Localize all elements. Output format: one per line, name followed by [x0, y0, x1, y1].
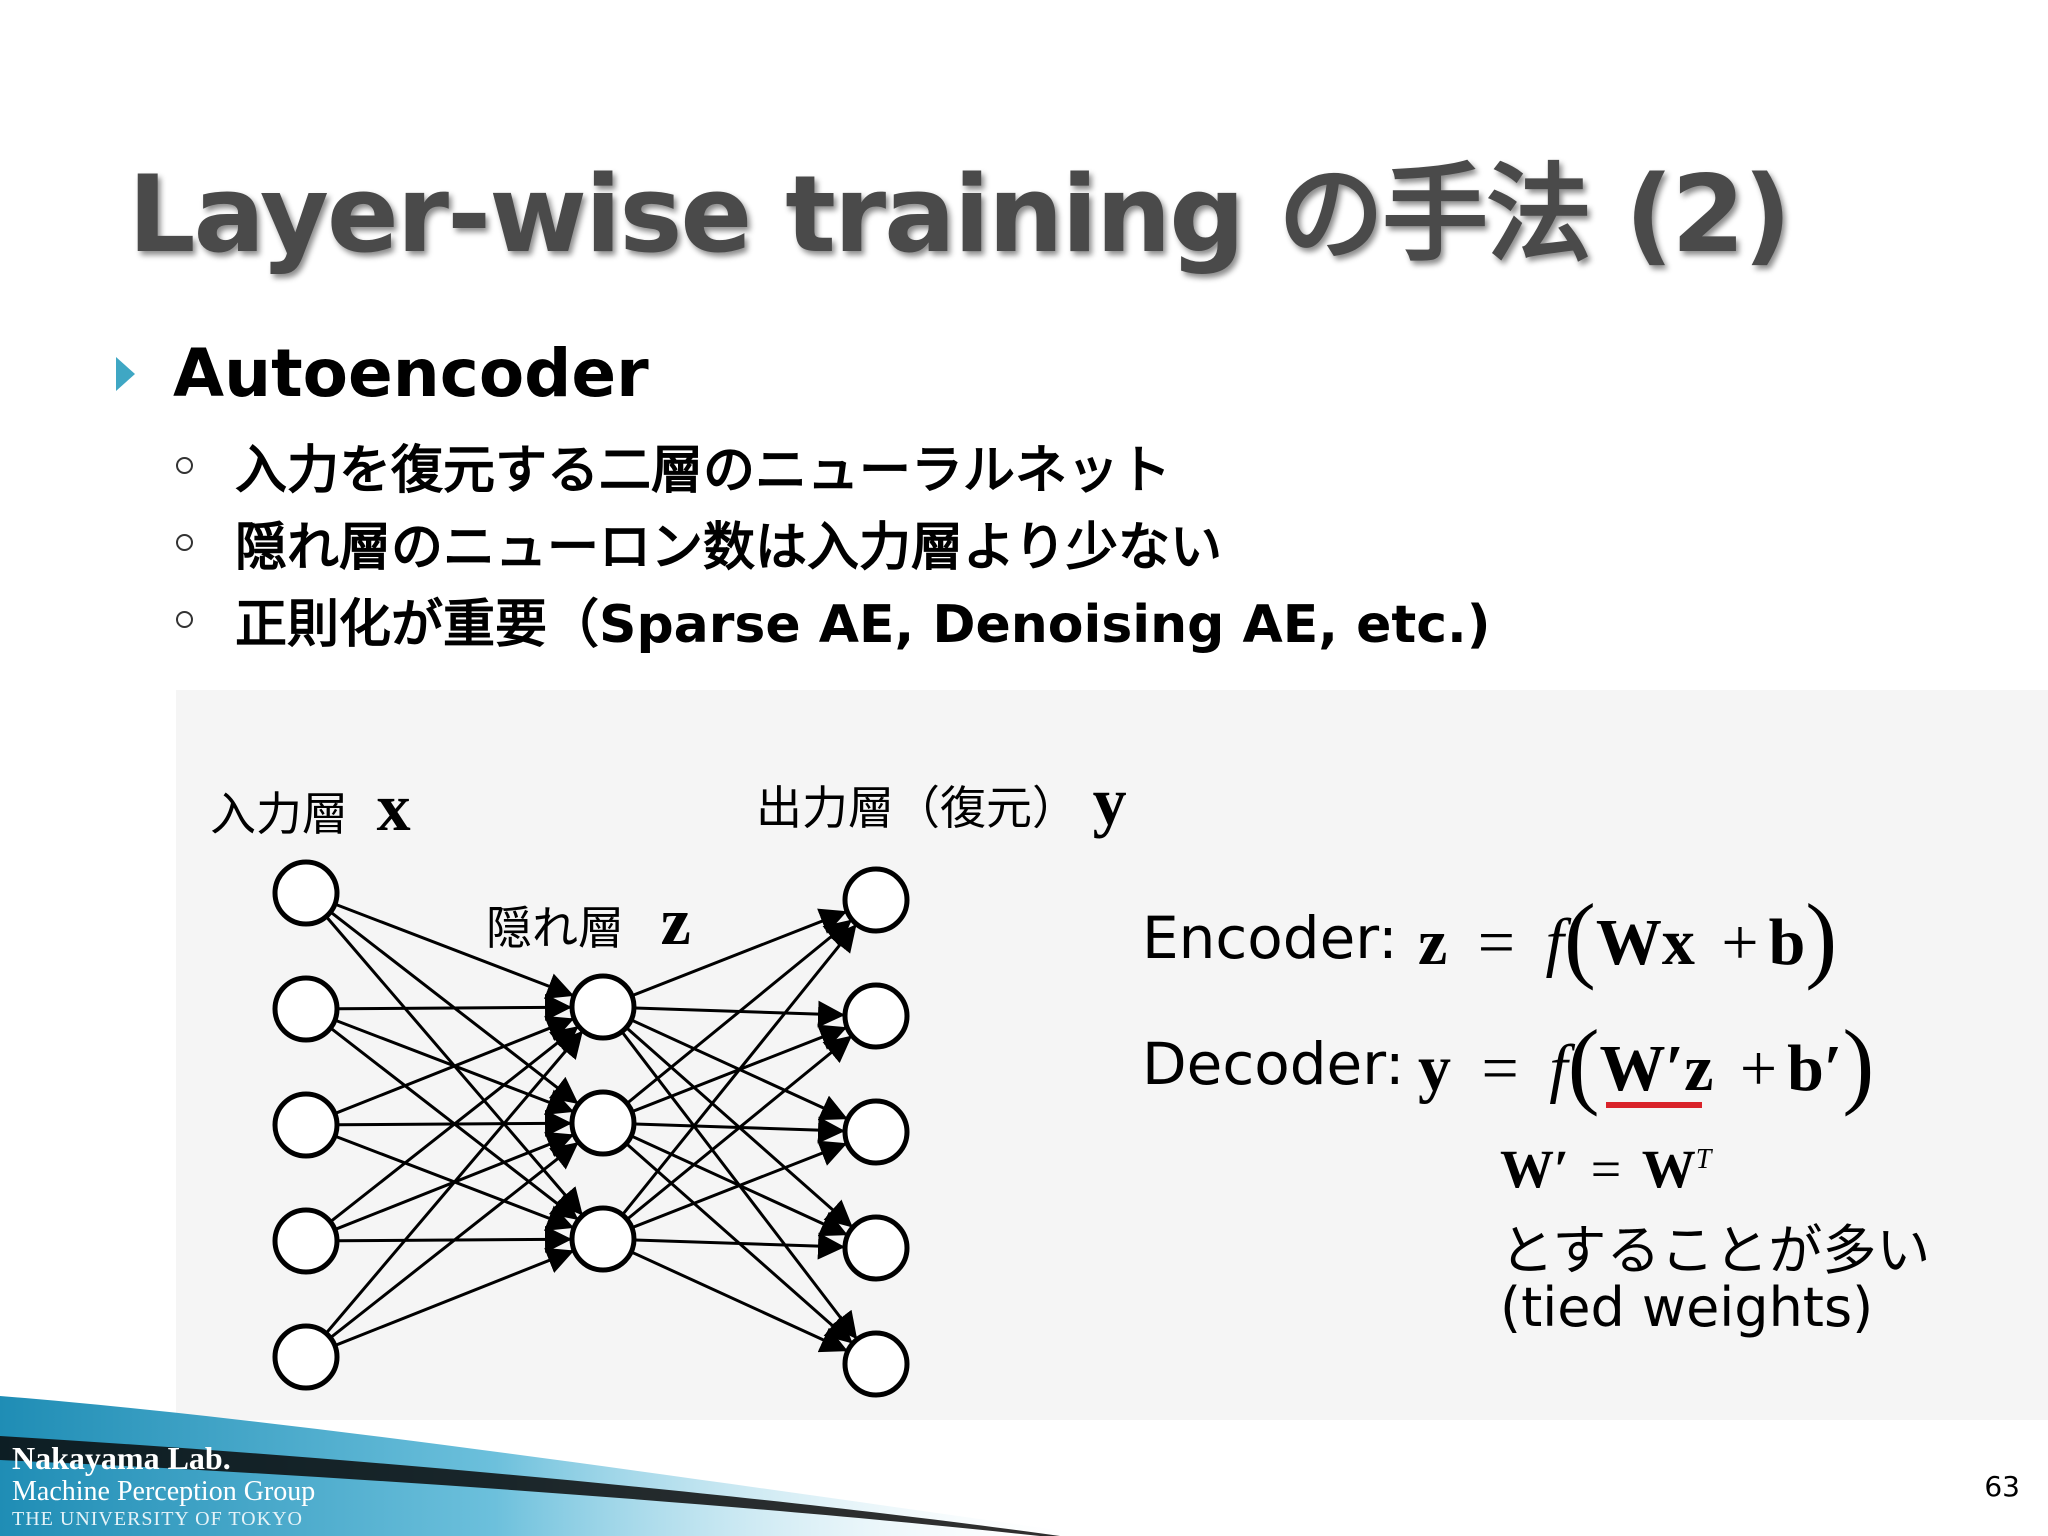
sub-bullet: 正則化が重要（Sparse AE, Denoising AE, etc.) [176, 582, 1491, 657]
sub-bullet-text: 正則化が重要（Sparse AE, Denoising AE, etc.) [235, 595, 1491, 655]
output-layer-label: 出力層（復元） y [756, 763, 1127, 839]
lab-logo-text: Nakayama Lab. [12, 1440, 231, 1476]
ring-bullet-icon [176, 457, 193, 474]
main-bullet-text: Autoencoder [173, 335, 649, 412]
decoder-equation: Decoder: y = f(W′z +b′) [1142, 1010, 1875, 1117]
triangle-bullet-icon [116, 356, 135, 391]
university-text: THE UNIVERSITY OF TOKYO [12, 1508, 303, 1530]
input-var: x [376, 769, 411, 845]
sub-bullet: 入力を復元する二層のニューラルネット [176, 428, 1171, 503]
sub-bullet: 隠れ層のニューロン数は入力層より少ない [176, 505, 1222, 580]
tied-note-line1: とすることが多い [1500, 1219, 1931, 1282]
output-var: y [1092, 763, 1127, 839]
main-bullet: Autoencoder [116, 335, 649, 412]
encoder-equation: Encoder: z = f(Wx +b) [1142, 884, 1838, 991]
hidden-var: z [660, 883, 691, 959]
input-layer-label: 入力層 x [210, 769, 411, 845]
encoder-label: Encoder: [1142, 903, 1398, 972]
ring-bullet-icon [176, 611, 193, 628]
decoder-label: Decoder: [1142, 1029, 1405, 1098]
page-number: 63 [1984, 1470, 2020, 1503]
hidden-layer-label: 隠れ層 z [486, 883, 691, 959]
group-text: Machine Perception Group [12, 1476, 316, 1507]
tied-note-line2: (tied weights) [1500, 1276, 1874, 1339]
ring-bullet-icon [176, 534, 193, 551]
slide-title: Layer-wise training の手法 (2) [128, 153, 1792, 276]
sub-bullet-text: 隠れ層のニューロン数は入力層より少ない [235, 518, 1222, 578]
footer-swoosh [0, 1396, 1100, 1536]
tied-weight-underline [1606, 1102, 1702, 1108]
tied-weights-equation: W′ = WT [1500, 1139, 1712, 1199]
sub-bullet-text: 入力を復元する二層のニューラルネット [235, 441, 1172, 501]
